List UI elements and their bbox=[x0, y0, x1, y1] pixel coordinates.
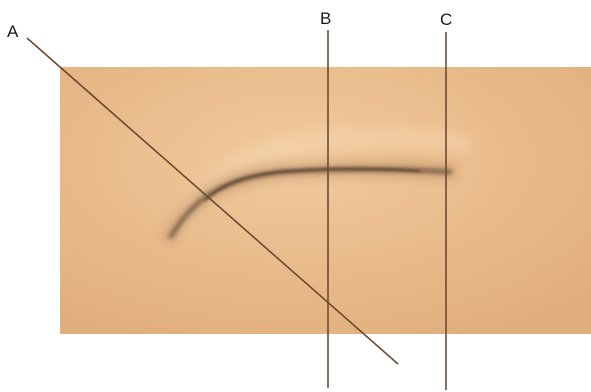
slab bbox=[60, 67, 591, 334]
label-a: A bbox=[7, 23, 18, 40]
label-b: B bbox=[320, 10, 331, 27]
label-c: C bbox=[440, 11, 452, 28]
